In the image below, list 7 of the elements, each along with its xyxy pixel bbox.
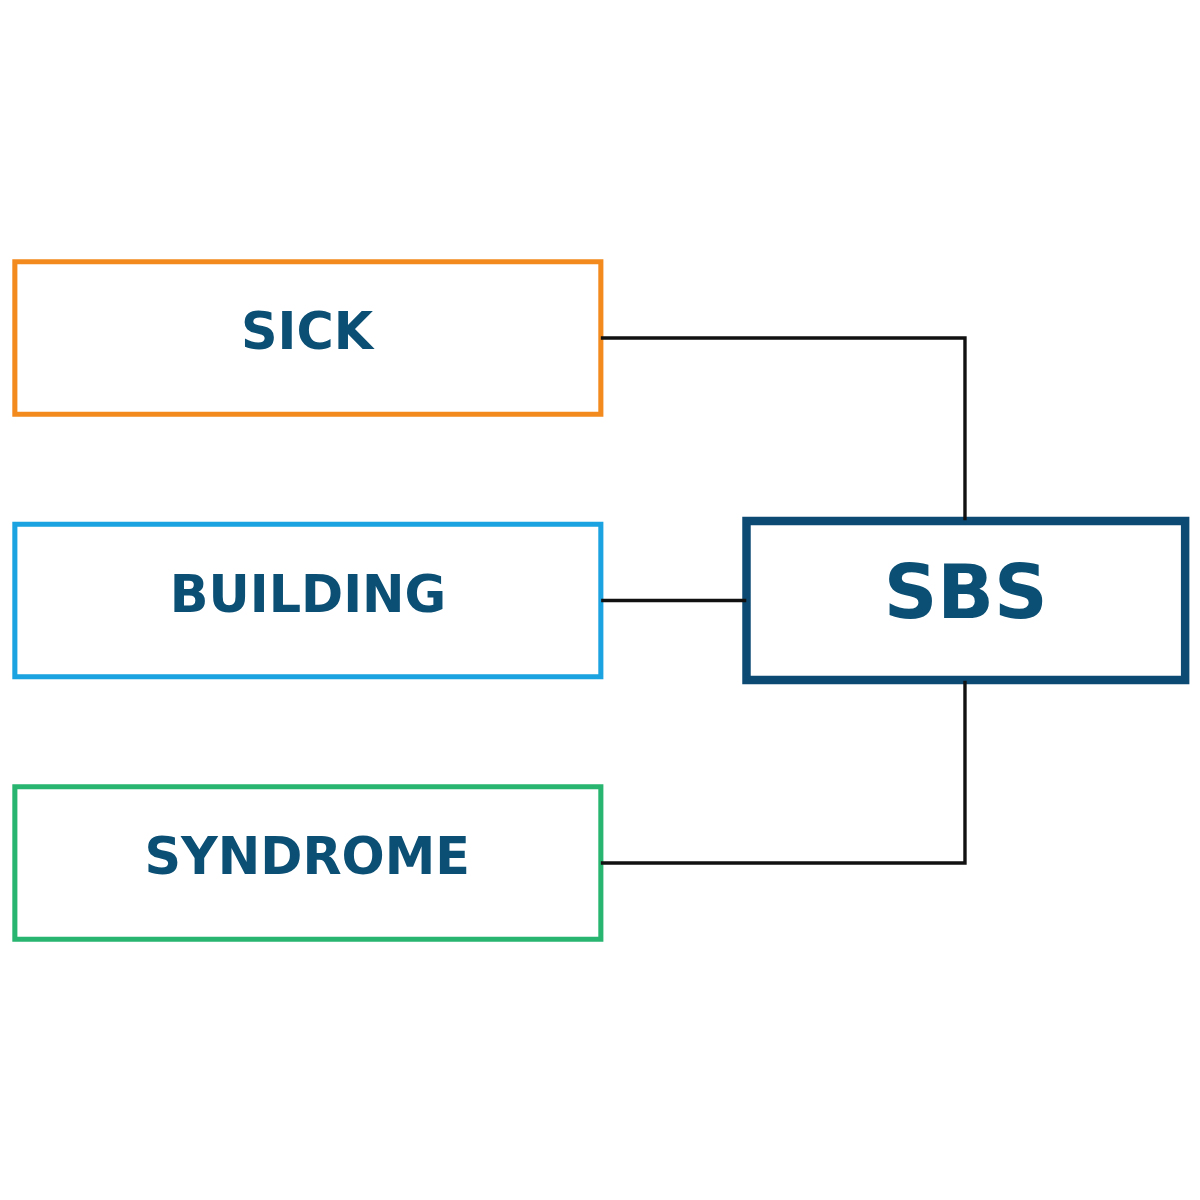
connector (600, 680, 967, 865)
connector (601, 598, 747, 602)
node-box: SICK (12, 258, 604, 417)
node-box: SYNDROME (12, 783, 604, 942)
node-box: SBS (742, 516, 1190, 684)
node-box: BUILDING (12, 521, 604, 679)
connector (600, 335, 967, 520)
